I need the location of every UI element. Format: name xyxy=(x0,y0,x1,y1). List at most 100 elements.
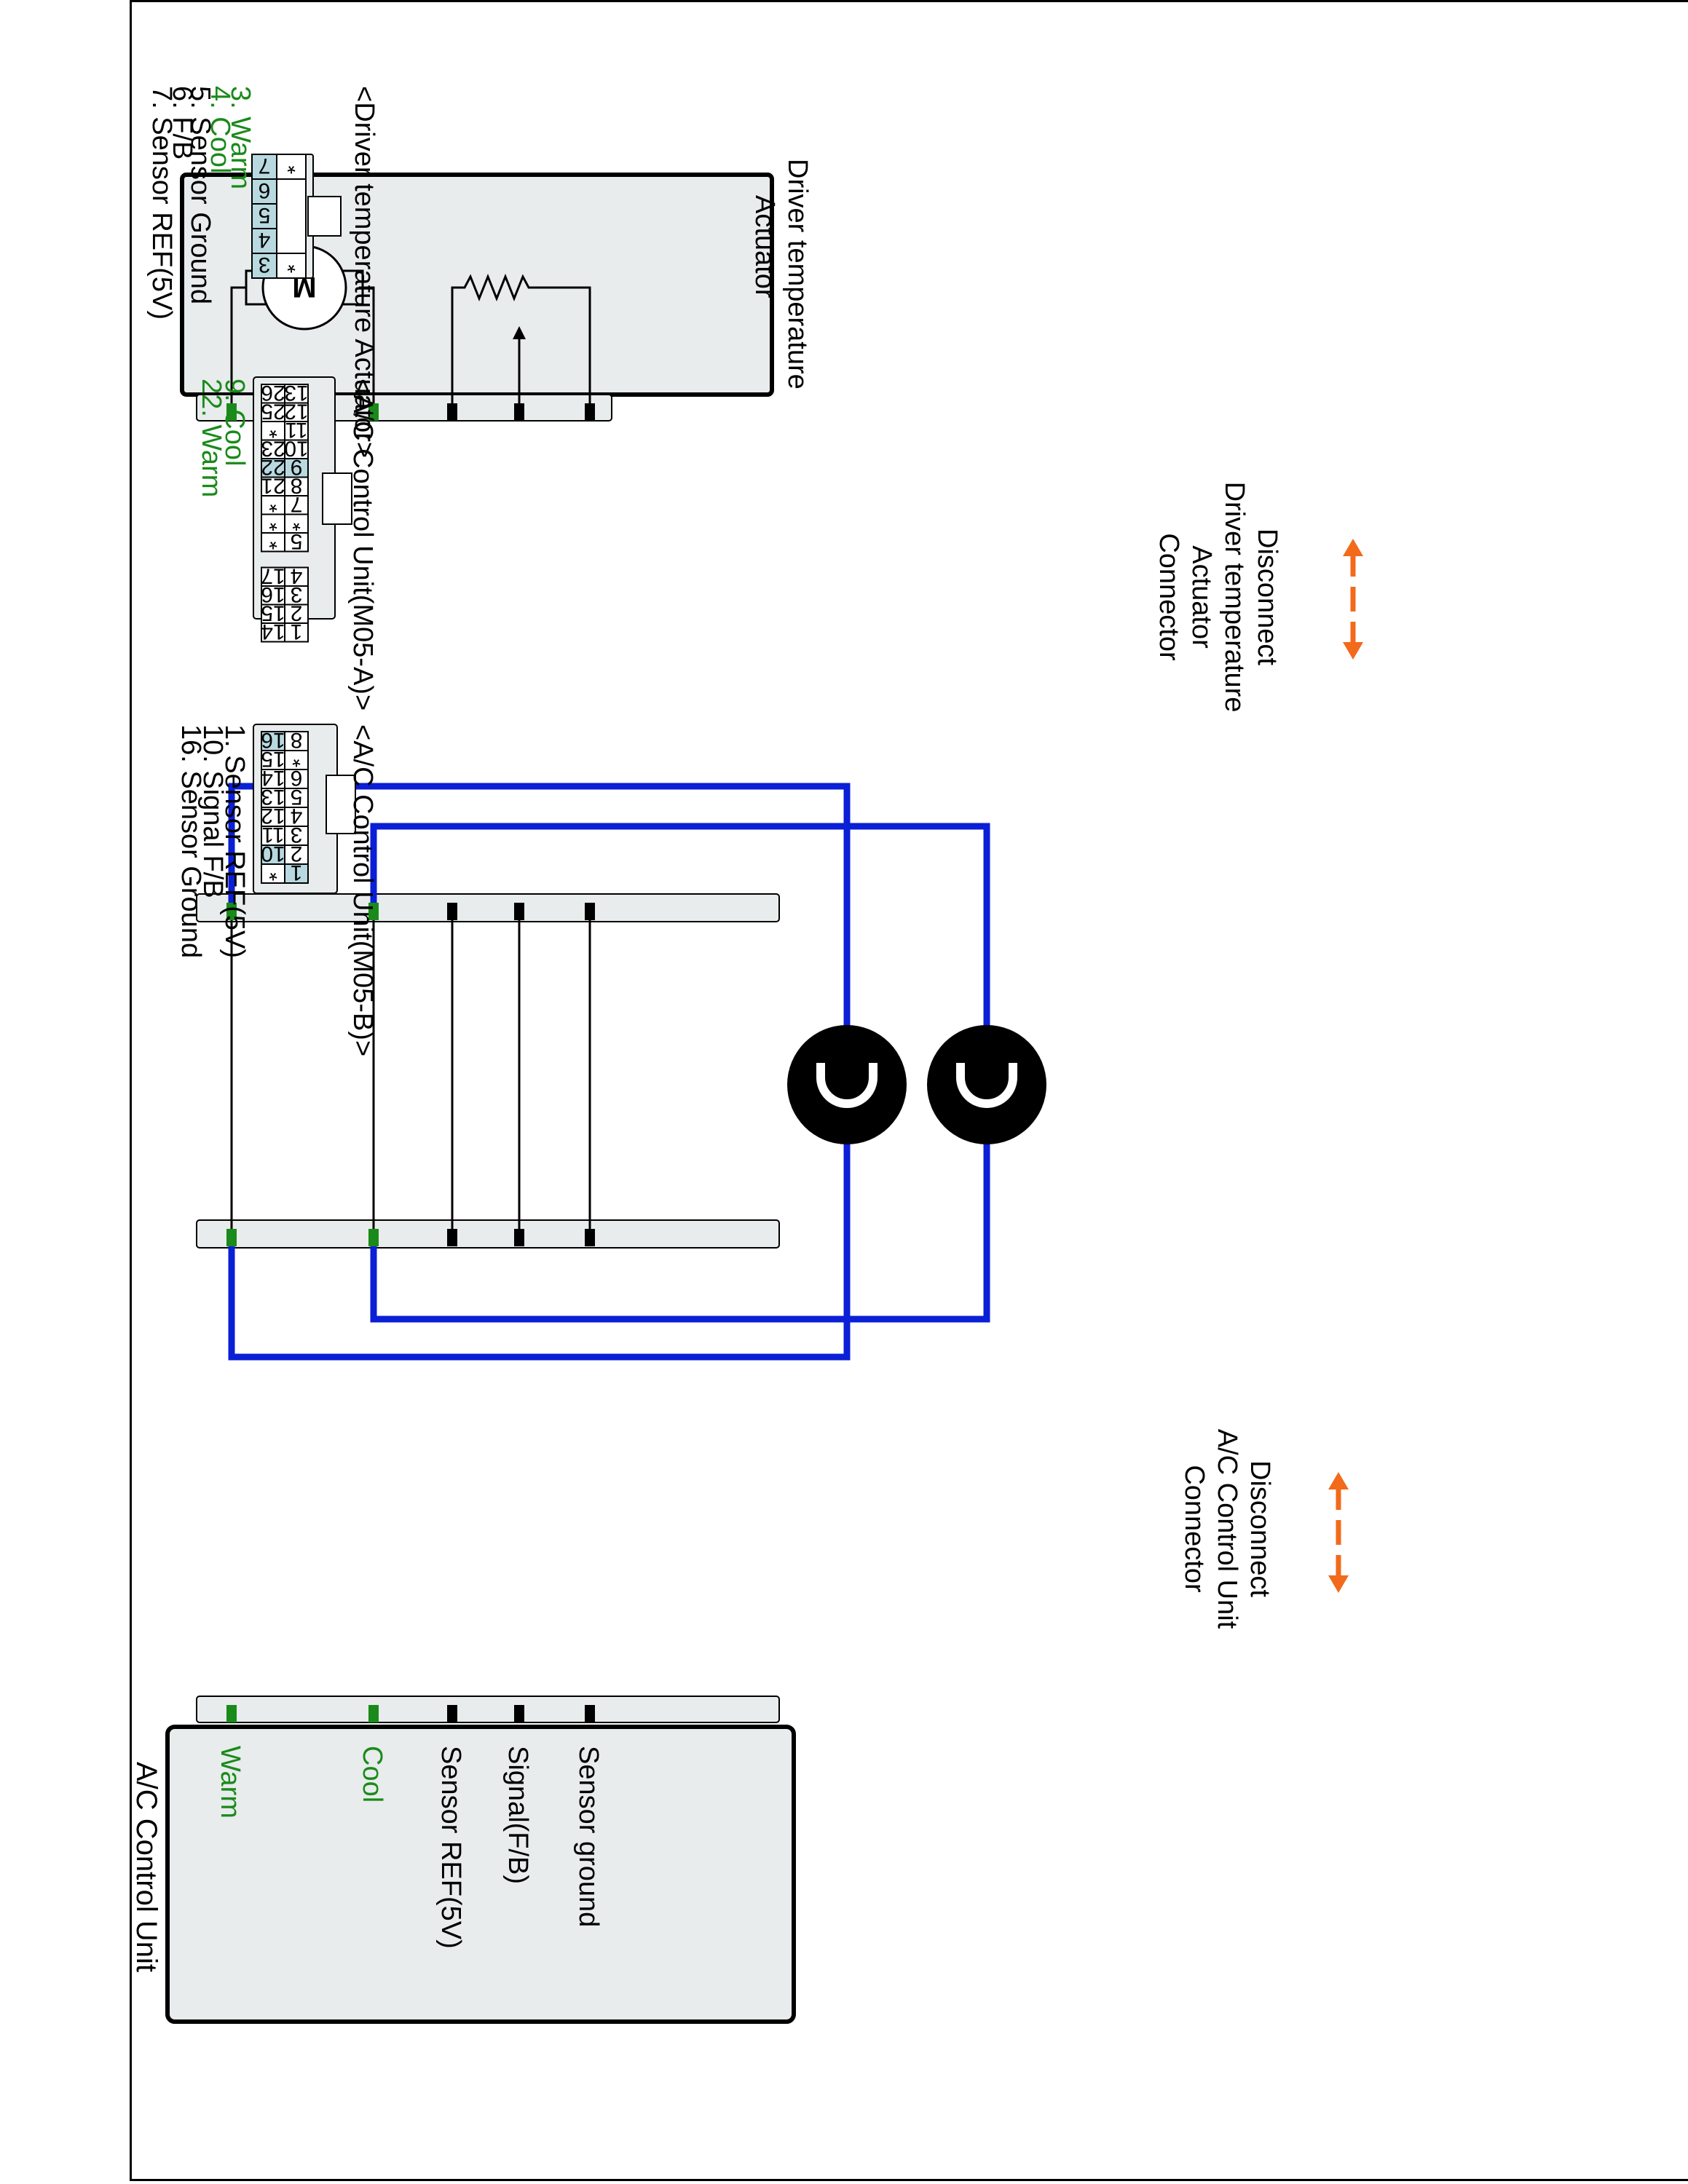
m05a-connector-pin-label: * xyxy=(292,510,301,534)
m05a-connector-pin-label: 22 xyxy=(261,455,285,479)
actuator-title-2: Actuator xyxy=(749,195,780,298)
acu-pin-label: Warm xyxy=(215,1746,245,1819)
m05b-connector-legend: 16. Sensor Ground xyxy=(175,724,206,958)
m05a-connector-pin-label: 7 xyxy=(291,492,303,516)
actuator-connector-pin-label: 4 xyxy=(259,228,271,252)
acu-pin xyxy=(514,1705,524,1722)
m05b-connector-pin-label: 6 xyxy=(291,766,303,790)
acu-pin-label: Signal(F/B) xyxy=(502,1746,533,1884)
m05a-connector-title: <A/C Control Unit(M05-A)> xyxy=(347,379,378,711)
m05b-connector-pin-label: 4 xyxy=(291,804,303,828)
m05a-connector-legend: 22. Warm xyxy=(196,379,226,497)
actuator-connector-legend: 6. F/B xyxy=(167,86,197,159)
m05a-connector-legend: 9. Cool xyxy=(219,379,250,466)
m05b-connector-pin-label: 2 xyxy=(291,842,303,866)
harness-pin xyxy=(226,1229,237,1246)
acu-pin xyxy=(447,1705,457,1722)
m05a-connector-pin-label: 17 xyxy=(261,563,285,587)
acu-pin xyxy=(368,1705,379,1722)
harness-strip-left xyxy=(196,893,780,922)
harness-pin xyxy=(226,903,237,920)
harness-pin xyxy=(447,903,457,920)
harness-pin xyxy=(447,1229,457,1246)
disconnect-actuator-line2: Driver temperature xyxy=(1219,482,1250,713)
actuator-connector-cavity-label: * xyxy=(287,154,296,178)
actuator-connector-pin-label: 3 xyxy=(259,253,271,277)
actuator-connector-latch xyxy=(307,196,342,237)
acu-pin-label: Sensor REF(5V) xyxy=(435,1746,466,1949)
m05a-connector-pin-label: 15 xyxy=(261,601,285,625)
disconnect-acu-arrow xyxy=(1328,1472,1349,1593)
m05a-connector-pin-label: 12 xyxy=(284,399,308,423)
potentiometer-icon xyxy=(451,273,591,408)
m05b-connector-pin-label: 1 xyxy=(291,860,303,885)
m05a-connector-pin-label: * xyxy=(269,492,277,516)
disconnect-actuator-arrow xyxy=(1343,539,1363,660)
actuator-connector-legend: 3. Warm xyxy=(225,86,256,189)
m05b-connector-pin-label: 16 xyxy=(261,728,285,752)
m05b-connector-legend: 1. Sensor REF(5V) xyxy=(219,724,250,958)
harness-pin xyxy=(368,1229,379,1246)
m05b-connector-pin-label: 3 xyxy=(291,823,303,847)
acu-pin-label: Cool xyxy=(357,1746,387,1803)
m05a-connector-pin-label: 21 xyxy=(261,473,285,497)
m05b-connector-pin-label: * xyxy=(292,747,301,771)
actuator-connector-title: <Driver temperature Actuator> xyxy=(349,86,379,458)
m05a-connector-pin-label: 13 xyxy=(284,381,308,405)
m05a-connector-view: 13121110987*543212625*232221***17161514<… xyxy=(196,376,378,711)
m05a-connector-pin xyxy=(261,532,285,553)
actuator-title-1: Driver temperature xyxy=(782,159,813,389)
m05a-connector-pin-label: 1 xyxy=(291,620,303,644)
disconnect-acu-line3: Connector xyxy=(1179,1465,1210,1593)
acu-component: Warm Cool Sensor REF(5V) Signal(F/B) Sensor … xyxy=(130,1696,796,2024)
disconnect-actuator-line3: Actuator xyxy=(1186,545,1217,649)
m05b-connector-pin-label: 11 xyxy=(261,823,284,847)
page-frame xyxy=(130,0,1688,2181)
m05a-connector-pin-label: 9 xyxy=(291,455,303,479)
actuator-connector-legend: 5. Sensor Ground xyxy=(185,86,216,304)
acu-pin xyxy=(585,1705,595,1722)
actuator-connector-pin-label: 5 xyxy=(259,203,271,227)
disconnect-actuator-line1: Disconnect xyxy=(1252,529,1282,665)
actuator-pin xyxy=(514,403,524,421)
harness-pin xyxy=(585,1229,595,1246)
actuator-pin xyxy=(368,403,379,421)
m05b-connector-latch xyxy=(326,775,356,834)
m05a-connector-pin-label: * xyxy=(269,529,277,553)
m05a-connector-pin-label: * xyxy=(269,418,277,442)
m05b-connector-pin-label: * xyxy=(269,860,277,885)
harness-pin xyxy=(368,903,379,920)
actuator-connector-legend: 7. Sensor REF(5V) xyxy=(146,86,177,320)
actuator-pin xyxy=(447,403,457,421)
disconnect-actuator-line4: Connector xyxy=(1153,533,1184,661)
acu-pin xyxy=(226,1705,237,1722)
m05a-connector-pin-label: 10 xyxy=(284,436,308,460)
m05b-connector-pin-label: 13 xyxy=(261,785,285,809)
actuator-connector-pin-label: 7 xyxy=(259,154,271,178)
harness-strip-right xyxy=(196,1219,780,1249)
m05a-connector-pin-label: 4 xyxy=(291,563,303,587)
m05a-connector-latch xyxy=(322,472,352,525)
m05a-connector-pin-label: 8 xyxy=(291,473,303,497)
m05a-connector-pin-label: 2 xyxy=(291,601,303,625)
m05b-connector-legend: 10. Signal F/B xyxy=(197,724,228,898)
acu-title: A/C Control Unit xyxy=(130,1762,162,1972)
m05a-connector-pin-label: 26 xyxy=(261,381,285,405)
actuator-connector-legend: 4. Cool xyxy=(205,86,235,173)
actuator-pin xyxy=(585,403,595,421)
m05a-connector-pin-label: 23 xyxy=(261,436,285,460)
m05b-connector-pin-label: 14 xyxy=(261,766,285,790)
m05b-connector-title: <A/C Control Unit(M05-B)> xyxy=(347,724,378,1056)
ohm-meter-icon xyxy=(927,1025,1046,1144)
acu-pin-label: Sensor ground xyxy=(573,1746,604,1927)
m05a-connector-pin-label: * xyxy=(269,510,277,534)
acu-connector-strip xyxy=(196,1696,780,1723)
m05a-connector-pin xyxy=(261,622,285,643)
harness-pin xyxy=(514,1229,524,1246)
m05b-connector-pin-label: 12 xyxy=(261,804,285,828)
